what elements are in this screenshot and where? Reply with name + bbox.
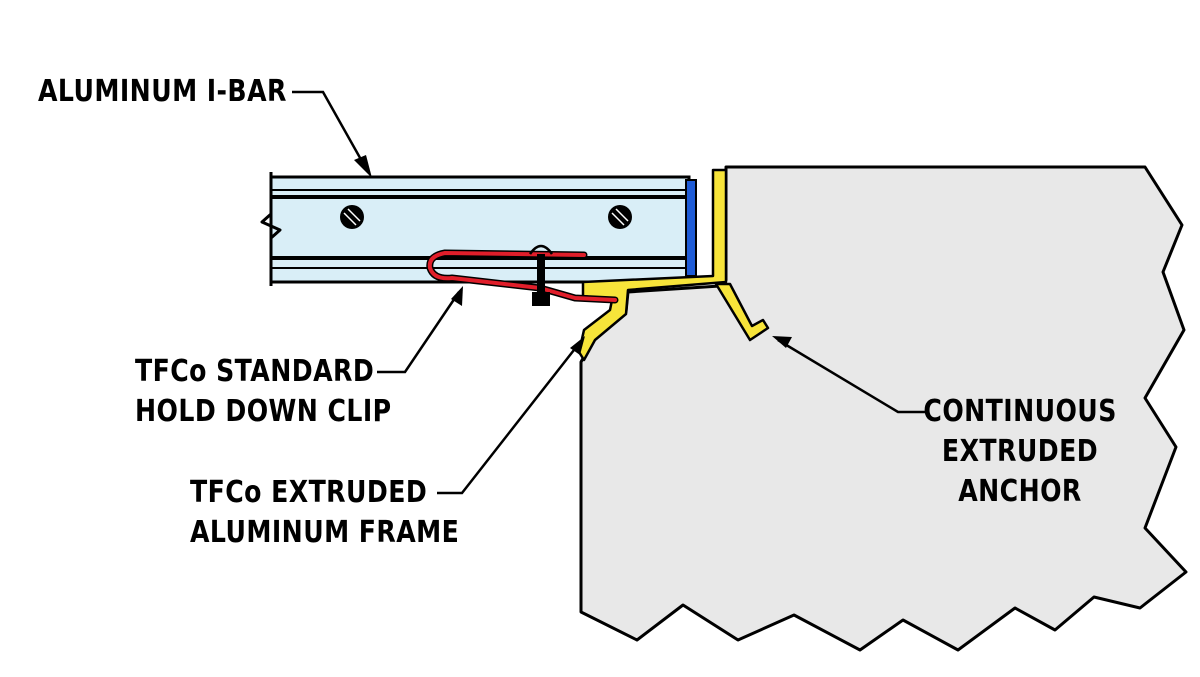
label-line: EXTRUDED <box>941 434 1099 469</box>
end-seal <box>685 179 697 277</box>
arrowhead-anchor <box>772 336 792 348</box>
extruded-anchor <box>714 282 770 342</box>
label-line: CONTINUOUS <box>923 394 1117 429</box>
clip-bolt <box>528 244 554 306</box>
arrowhead-i-bar <box>354 155 372 178</box>
leader-hold-down-clip <box>377 291 461 374</box>
arrowhead-frame <box>570 336 585 355</box>
label-frame: TFCo EXTRUDED ALUMINUM FRAME <box>190 473 459 553</box>
arrowhead-hold-down-clip <box>451 286 463 306</box>
label-line: ANCHOR <box>958 474 1082 509</box>
i-bar-break-mark <box>260 172 282 286</box>
label-hold-down-clip: TFCo STANDARD HOLD DOWN CLIP <box>135 352 392 432</box>
leader-i-bar <box>292 90 370 173</box>
leader-anchor <box>777 338 925 414</box>
i-bar-fastener <box>340 205 364 229</box>
label-line: TFCo EXTRUDED <box>190 475 428 510</box>
label-anchor: CONTINUOUS EXTRUDED ANCHOR <box>923 392 1116 512</box>
label-line: HOLD DOWN CLIP <box>135 394 392 429</box>
label-line: TFCo STANDARD <box>135 354 375 389</box>
i-bar-body <box>269 175 691 284</box>
i-bar-fastener <box>608 205 632 229</box>
leader-frame <box>437 340 582 495</box>
hold-down-clip-color <box>427 251 617 302</box>
label-i-bar: ALUMINUM I-BAR <box>38 74 287 109</box>
label-line: ALUMINUM FRAME <box>190 515 460 550</box>
